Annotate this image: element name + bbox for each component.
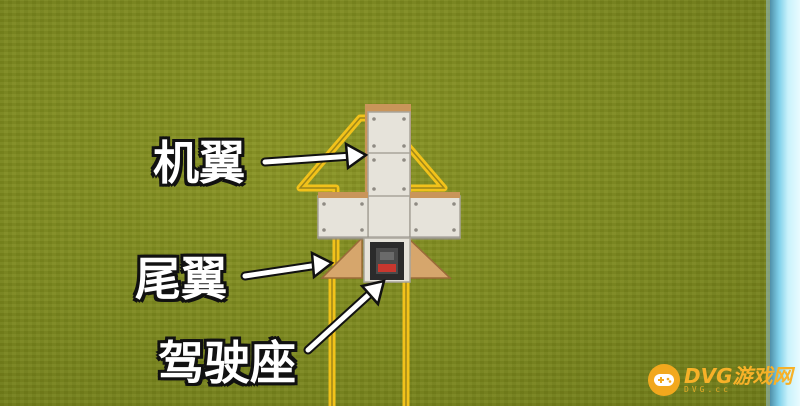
watermark-brand: DVG游戏网: [684, 364, 793, 388]
water-strip: [770, 0, 800, 406]
gamepad-icon: [648, 364, 680, 396]
pointer-arrows: [240, 141, 386, 355]
watermark-url: DVG.cc: [684, 385, 731, 394]
tail-label: 尾翼: [135, 252, 227, 306]
wing-block-icon: [317, 104, 461, 257]
cockpit-label: 驾驶座: [158, 336, 296, 390]
cockpit-seat-icon: [363, 237, 411, 283]
wing-label: 机翼: [153, 136, 245, 190]
water-edge: [766, 0, 772, 406]
watermark: DVG游戏网 DVG.cc: [648, 364, 793, 396]
